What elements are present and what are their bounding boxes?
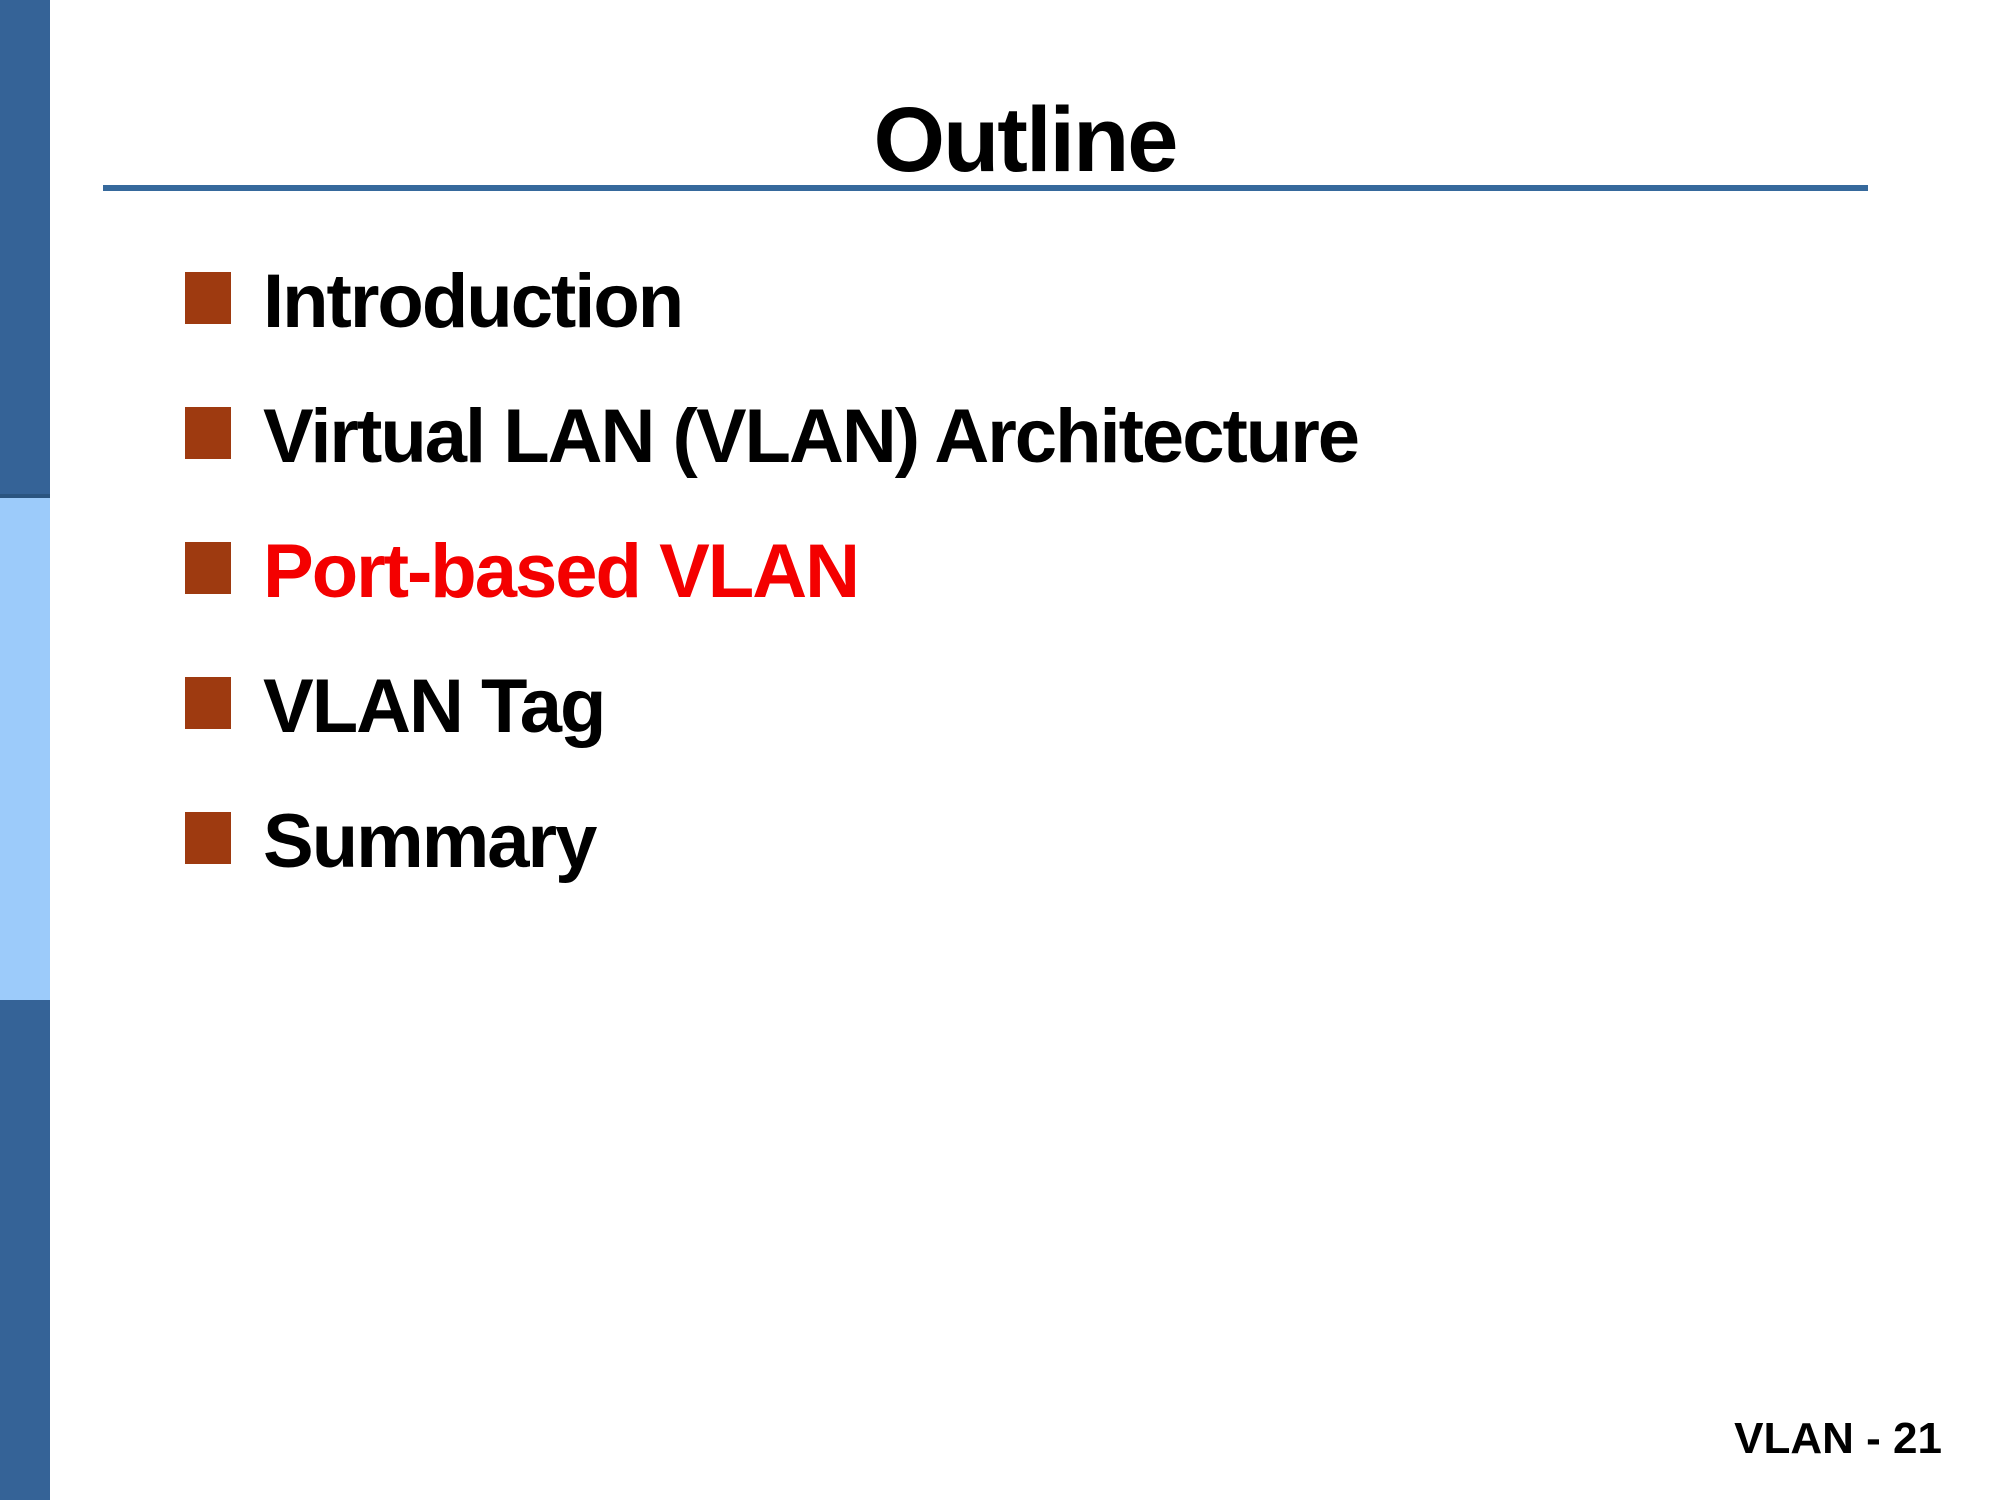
sidebar-band-top <box>0 0 50 498</box>
list-item: Summary <box>185 798 1358 886</box>
bullet-label: Introduction <box>263 259 684 345</box>
list-item: Virtual LAN (VLAN) Architecture <box>185 393 1360 481</box>
bullet-label: Summary <box>263 799 597 885</box>
bullet-square-icon <box>185 677 231 729</box>
page-number-label: VLAN - 21 <box>1734 1414 1942 1463</box>
bullet-label: Virtual LAN (VLAN) Architecture <box>263 394 1360 480</box>
bullet-square-icon <box>185 407 231 459</box>
bullet-square-icon <box>185 542 231 594</box>
sidebar-band-bottom <box>0 1000 50 1500</box>
list-item: Introduction <box>185 258 1358 346</box>
bullet-label: VLAN Tag <box>263 664 606 750</box>
bullet-square-icon <box>185 812 231 864</box>
sidebar-accent-bar <box>0 0 50 1500</box>
bullet-square-icon <box>185 272 231 324</box>
slide-title: Outline <box>873 88 1179 191</box>
title-underline <box>103 185 1868 191</box>
bullet-label: Port-based VLAN <box>263 529 860 615</box>
list-item: Port-based VLAN <box>185 528 1358 616</box>
list-item: VLAN Tag <box>185 663 1358 751</box>
sidebar-band-middle <box>0 498 50 1000</box>
outline-list: Introduction Virtual LAN (VLAN) Architec… <box>185 258 1360 933</box>
